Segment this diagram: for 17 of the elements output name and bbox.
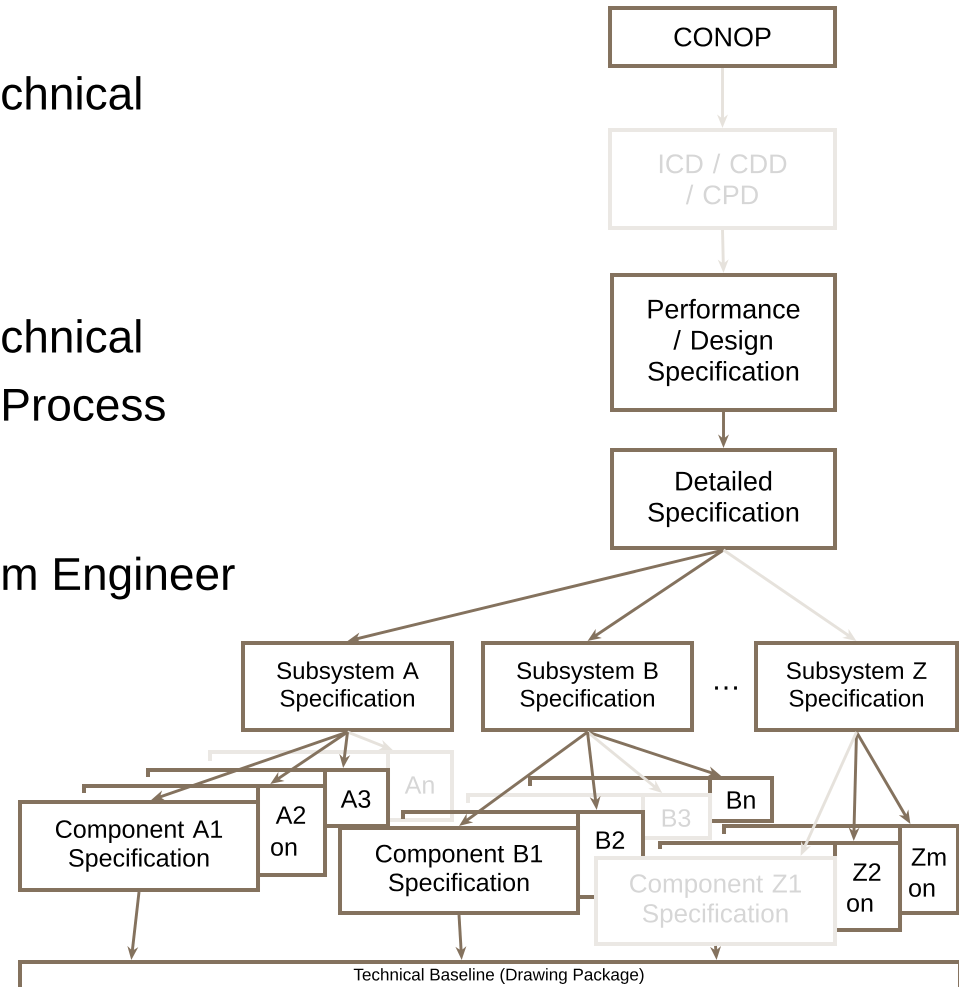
card-tab: Bn bbox=[708, 776, 774, 823]
slide-text: Process bbox=[4, 388, 165, 422]
spec-box: CONOP bbox=[608, 6, 838, 68]
card-tab: Z2 on bbox=[833, 841, 902, 932]
spec-box: Subsystem B Specification bbox=[481, 641, 694, 732]
card-tab: A3 bbox=[323, 768, 390, 828]
card-tab: Zm on bbox=[898, 824, 959, 915]
slide-text: chnical bbox=[2, 76, 140, 110]
spec-box: Detailed Specification bbox=[610, 448, 838, 550]
spec-box: Subsystem Z Specification bbox=[754, 641, 959, 732]
spec-box: Performance / Design Specification bbox=[610, 273, 838, 412]
spec-box: Subsystem A Specification bbox=[241, 641, 454, 732]
baseline-bar: Technical Baseline (Drawing Package) bbox=[18, 960, 959, 987]
slide-text: … bbox=[715, 686, 737, 690]
card-tab: A2 on bbox=[256, 784, 327, 877]
slide-text: m Engineer bbox=[3, 556, 235, 600]
slide-text: chnical bbox=[2, 319, 140, 353]
